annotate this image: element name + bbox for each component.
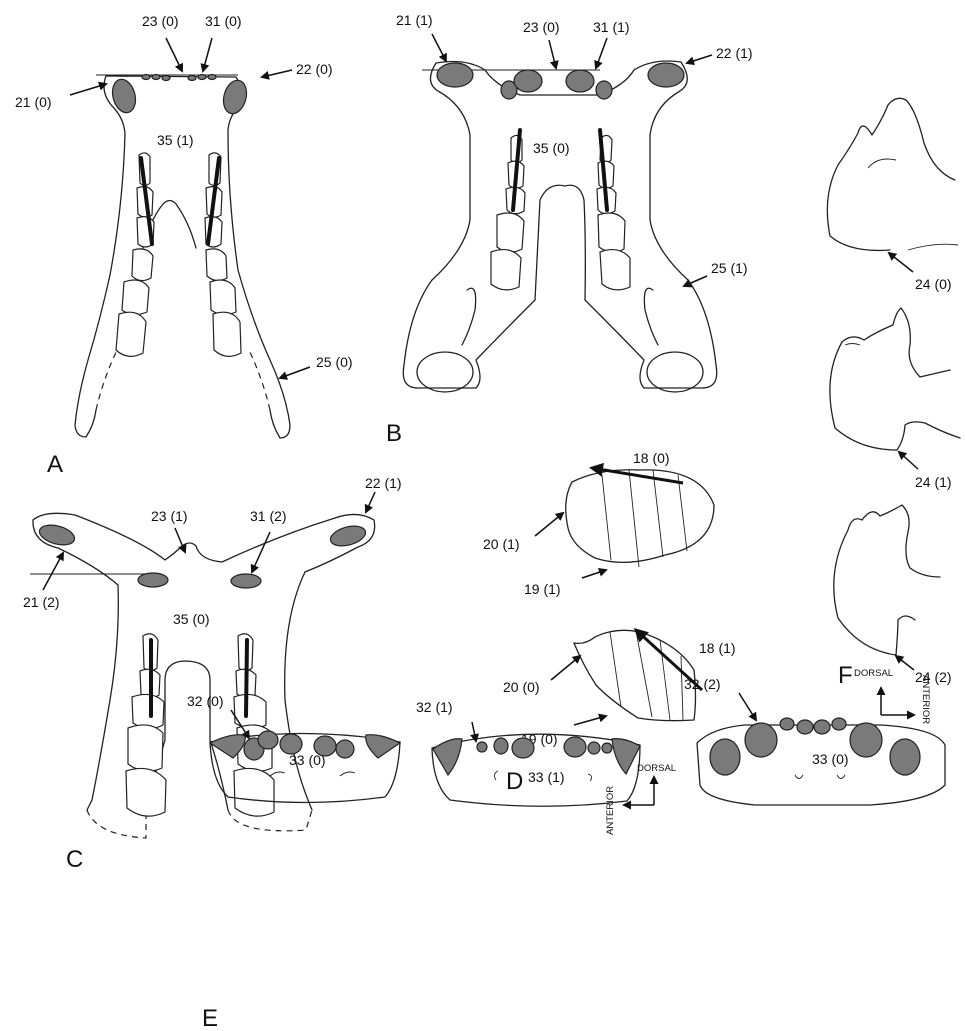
label-22-1-c: 22 (1) — [365, 475, 402, 491]
panel-a-outline — [75, 75, 290, 438]
label-21-0-a: 21 (0) — [15, 94, 52, 110]
panel-f-middle: 24 (1) — [830, 308, 960, 490]
panel-b-outline — [403, 61, 716, 392]
panel-c-arrows — [43, 492, 375, 590]
panel-d-arrows — [535, 513, 606, 725]
label-35-0-c: 35 (0) — [173, 611, 210, 627]
panel-e-right: 32 (2) 33 (0) — [684, 676, 945, 805]
panel-f-bottom: 24 (2) — [834, 505, 952, 685]
panel-label-b: B — [386, 420, 402, 447]
label-25-0-a: 25 (0) — [316, 354, 353, 370]
label-33-0-e-right: 33 (0) — [812, 751, 849, 767]
lateral-foramen-right — [220, 78, 250, 117]
label-31-1-b: 31 (1) — [593, 19, 630, 35]
lateral-foramen-left — [109, 77, 139, 116]
label-23-1-c: 23 (1) — [151, 508, 188, 524]
panel-d: 18 (0) 20 (1) 19 (1) 18 (1) 20 (0) 19 (0… — [483, 450, 736, 835]
panel-c-outline — [30, 513, 375, 838]
panel-a-arrows — [70, 38, 310, 378]
label-33-1-e: 33 (1) — [528, 769, 565, 785]
label-32-1-e: 32 (1) — [416, 699, 453, 715]
panel-c: 22 (1) 23 (1) 31 (2) 21 (2) 35 (0) C — [23, 475, 402, 873]
label-24-1-f: 24 (1) — [915, 474, 952, 490]
panel-c-teeth — [126, 634, 274, 816]
label-31-0-a: 31 (0) — [205, 13, 242, 29]
anterior-label-d: ANTERIOR — [605, 786, 616, 835]
panel-b: 21 (1) 23 (0) 31 (1) 22 (1) 35 (0) 25 (1… — [386, 12, 753, 447]
label-21-2-c: 21 (2) — [23, 594, 60, 610]
label-22-1-b: 22 (1) — [716, 45, 753, 61]
panel-d-orientation: DORSAL ANTERIOR — [605, 763, 676, 835]
dorsal-label-f: DORSAL — [854, 668, 893, 679]
panel-f: 24 (0) 24 (1) 24 (2) DORSAL ANTERIOR F — [827, 98, 960, 724]
panel-label-a: A — [47, 451, 63, 478]
dorsal-label-d: DORSAL — [637, 763, 676, 774]
panel-e-left: 32 (0) 33 (0) — [187, 693, 400, 803]
label-32-0-e: 32 (0) — [187, 693, 224, 709]
label-20-0-d: 20 (0) — [503, 679, 540, 695]
label-18-1-d: 18 (1) — [699, 640, 736, 656]
panel-e: 32 (0) 33 (0) 32 (1) 33 (1) — [187, 676, 945, 1031]
label-24-0-f: 24 (0) — [915, 276, 952, 292]
label-25-1-b: 25 (1) — [711, 260, 748, 276]
label-18-0-d: 18 (0) — [633, 450, 670, 466]
panel-label-e: E — [202, 1005, 218, 1031]
label-21-1-b: 21 (1) — [396, 12, 433, 28]
panel-label-f: F — [838, 662, 853, 689]
panel-d-bottom-shape — [574, 630, 702, 721]
label-31-2-c: 31 (2) — [250, 508, 287, 524]
panel-f-top: 24 (0) — [827, 98, 958, 292]
panel-a-teeth — [116, 153, 241, 356]
panel-a-foramina — [109, 75, 250, 117]
label-23-0-b: 23 (0) — [523, 19, 560, 35]
label-33-0-e-left: 33 (0) — [289, 752, 326, 768]
panel-label-c: C — [66, 846, 83, 873]
label-20-1-d: 20 (1) — [483, 536, 520, 552]
panel-d-top-shape — [566, 468, 714, 567]
label-32-2-e: 32 (2) — [684, 676, 721, 692]
panel-label-d: D — [506, 768, 523, 795]
label-23-0-a: 23 (0) — [142, 13, 179, 29]
label-19-1-d: 19 (1) — [524, 581, 561, 597]
label-22-0-a: 22 (0) — [296, 61, 333, 77]
panel-a: 23 (0) 31 (0) 22 (0) 21 (0) 35 (1) 25 (0… — [15, 13, 353, 478]
label-35-0-b: 35 (0) — [533, 140, 570, 156]
anterior-label-f: ANTERIOR — [920, 675, 931, 724]
panel-b-foramina — [437, 63, 684, 99]
label-35-1-a: 35 (1) — [157, 132, 194, 148]
